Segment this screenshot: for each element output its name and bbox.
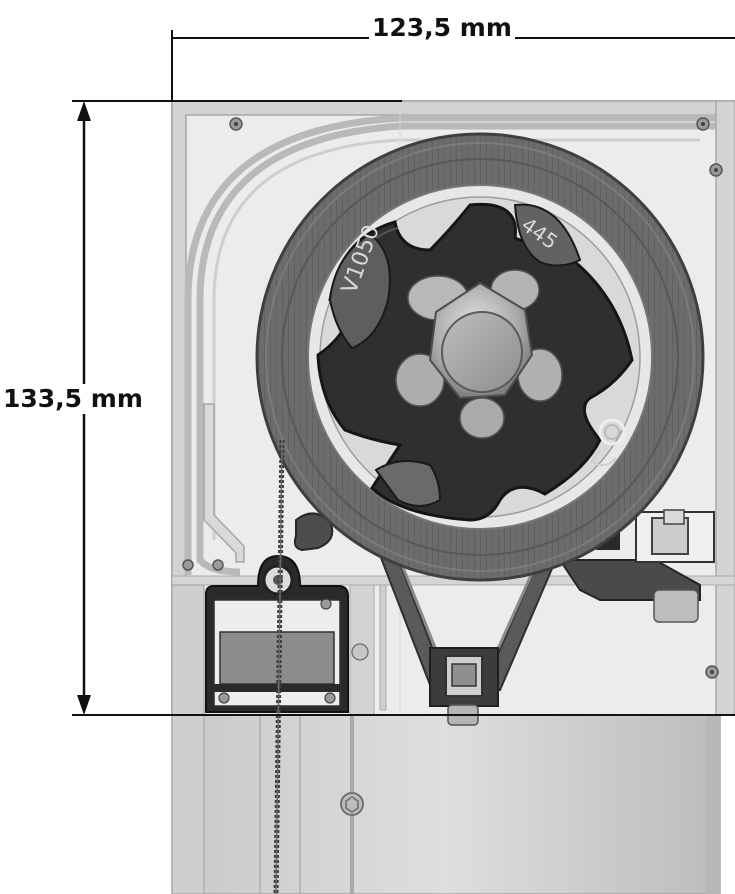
hook-clip [293, 512, 334, 552]
hub-shaft [441, 311, 523, 393]
left-guide-rail [171, 584, 205, 894]
height-arrow-top [77, 101, 91, 121]
drive-hub [395, 269, 563, 439]
support-bracket [376, 543, 562, 726]
housing-left-slot [203, 403, 245, 563]
hex-socket-mid [351, 643, 369, 661]
screw-top-left [229, 117, 243, 131]
cord-box-screw-top [320, 598, 332, 610]
hex-bolt-lower [340, 792, 364, 816]
screw-bottom-left [182, 559, 194, 571]
pull-cord [273, 439, 285, 894]
screw-right-upper [709, 163, 723, 177]
height-dimension-label: 133,5 mm [0, 384, 146, 414]
cord-box-screw-left [218, 692, 230, 704]
label-notch-right [513, 203, 582, 267]
housing-bottom-inner-rail [379, 584, 387, 711]
cord-box-screw-right [324, 692, 336, 704]
spring-coil [590, 418, 626, 467]
housing-curved-lip [184, 114, 735, 576]
winding-roll: V1050 445 [255, 132, 705, 582]
right-clamp-bolt [653, 589, 699, 623]
right-clamp [558, 509, 715, 623]
housing-right-wall [715, 100, 735, 716]
width-dimension-label: 123,5 mm [369, 13, 515, 43]
label-notch-bottom [374, 460, 442, 507]
height-arrow-bottom [77, 695, 91, 715]
guide-rail-profile [171, 584, 721, 894]
housing-curved-lip-inner [212, 138, 700, 540]
screw-bottom-mid [212, 559, 224, 571]
label-notch-left [328, 232, 391, 350]
screw-right-lower [705, 665, 719, 679]
screw-top-right [696, 117, 710, 131]
lower-shutter-panel [171, 714, 721, 894]
